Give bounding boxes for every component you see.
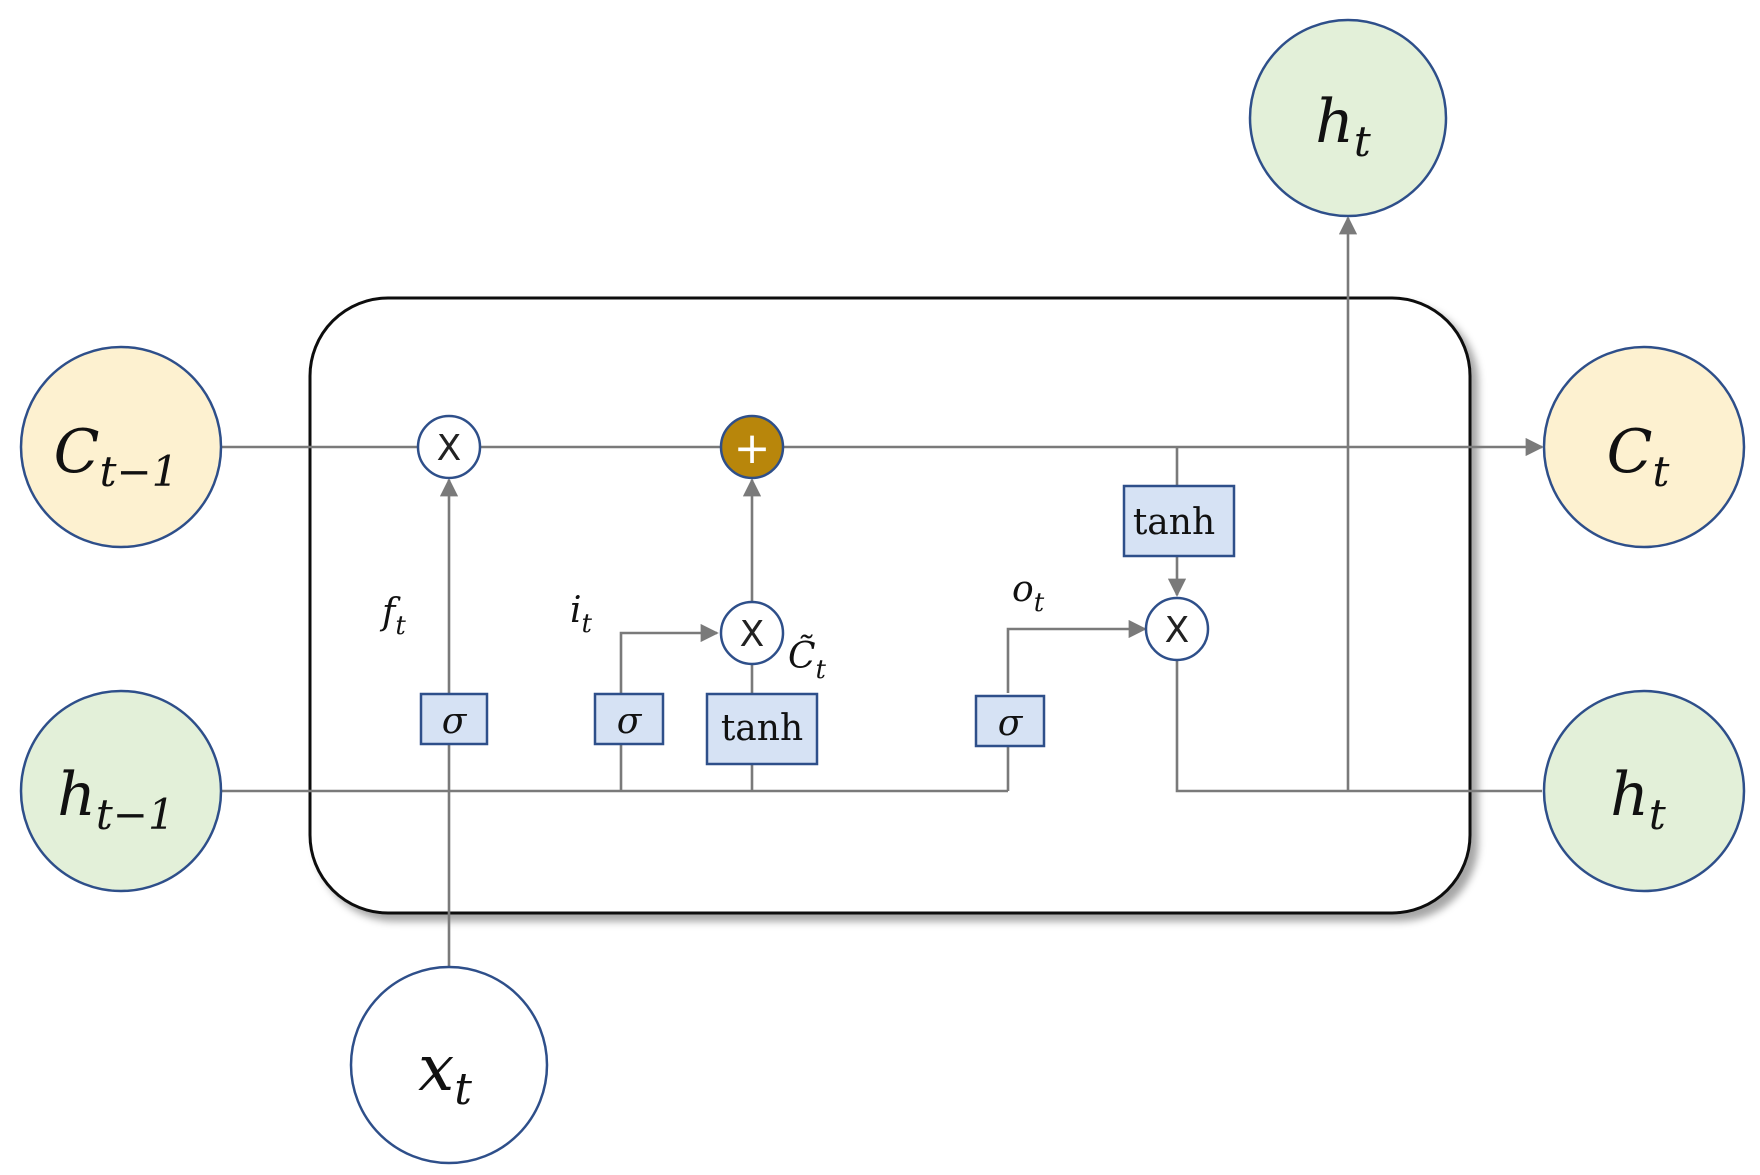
x-main: x <box>418 1032 454 1106</box>
input-gate-sigma-layer: σ <box>593 692 665 746</box>
input-multiply-op: X <box>719 600 785 666</box>
svg-text:Ct: Ct <box>1607 417 1670 496</box>
svg-text:ht: ht <box>1315 87 1371 166</box>
svg-text:ht−1: ht−1 <box>57 760 174 839</box>
output-gate-sigma-layer: σ <box>974 694 1046 748</box>
cell-tanh-label: tanh <box>1133 502 1215 543</box>
cell-add-symbol: + <box>734 423 771 474</box>
x-sub: t <box>454 1064 472 1115</box>
node-h-prev: ht−1 <box>19 689 223 893</box>
svg-text:ht: ht <box>1610 760 1666 839</box>
node-c-prev: Ct−1 <box>19 345 223 549</box>
forget-sigma-label: σ <box>442 701 468 742</box>
output-gate-label: ot <box>1012 569 1045 618</box>
c-prev-sub: t−1 <box>100 447 179 496</box>
svg-text:xt: xt <box>418 1032 472 1115</box>
forget-gate-sigma-layer: σ <box>419 692 489 746</box>
lstm-cell-box <box>308 296 1472 915</box>
cell-tanh-layer: tanh <box>1122 484 1236 558</box>
h-out-top-sub: t <box>1354 117 1371 166</box>
forget-multiply-op: X <box>416 414 482 480</box>
candidate-tanh-label: tanh <box>721 708 803 749</box>
h-prev-sub: t−1 <box>96 790 175 839</box>
output-multiply-op: X <box>1144 596 1210 662</box>
h-prev-main: h <box>57 760 96 830</box>
c-out-main: C <box>1607 417 1653 487</box>
candidate-tanh-layer: tanh <box>705 692 819 766</box>
output-multiply-symbol: X <box>1165 610 1190 651</box>
node-x-input: xt <box>349 965 549 1165</box>
h-out-top-main: h <box>1315 87 1354 157</box>
node-h-out-right: ht <box>1542 689 1746 893</box>
h-out-right-sub: t <box>1649 790 1666 839</box>
forget-multiply-symbol: X <box>437 428 462 469</box>
node-h-out-top: ht <box>1248 18 1448 218</box>
c-prev-main: C <box>54 417 100 487</box>
input-multiply-symbol: X <box>740 614 765 655</box>
cell-add-op: + <box>719 414 785 480</box>
input-gate-label: it <box>570 590 593 639</box>
candidate-label: C̃t <box>788 635 827 685</box>
svg-text:Ct−1: Ct−1 <box>54 417 179 496</box>
wires <box>221 216 1544 968</box>
c-out-sub: t <box>1653 447 1670 496</box>
input-sigma-label: σ <box>617 701 643 742</box>
h-out-right-main: h <box>1610 760 1649 830</box>
node-c-out: Ct <box>1542 345 1746 549</box>
output-sigma-label: σ <box>998 703 1024 744</box>
